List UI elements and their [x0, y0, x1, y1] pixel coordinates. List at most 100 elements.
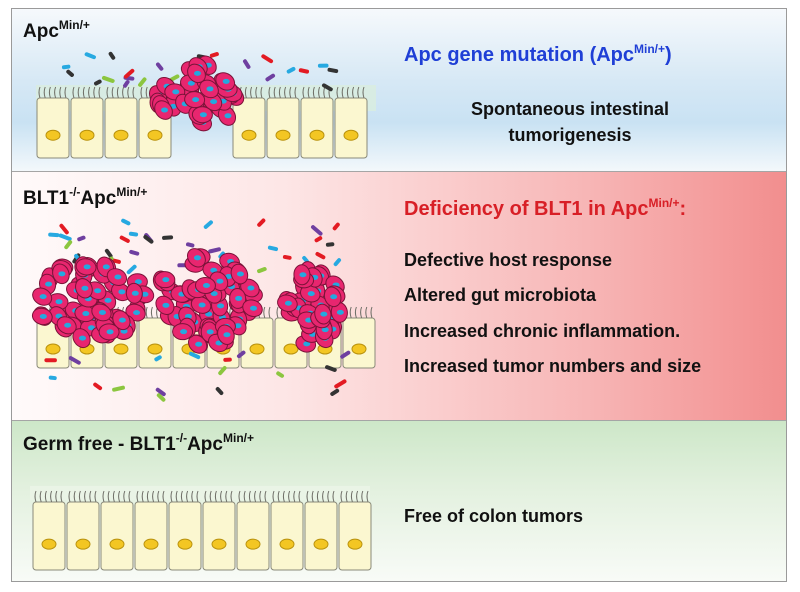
- bacterium: [138, 77, 147, 87]
- epithelial-cell: [104, 97, 138, 159]
- tumor-nucleus: [217, 303, 225, 309]
- tumor-nucleus: [114, 274, 122, 280]
- bacterium: [112, 385, 125, 392]
- tumor-nucleus: [202, 282, 210, 288]
- tumor-nucleus: [45, 281, 53, 287]
- bacterium: [185, 242, 195, 248]
- tumor-nucleus: [81, 285, 89, 291]
- bacterium: [317, 63, 329, 68]
- epithelium-germ-free: [30, 486, 372, 571]
- bacterium: [332, 222, 340, 231]
- panel-2-line: Increased tumor numbers and size: [404, 356, 702, 376]
- bacterium: [276, 371, 285, 378]
- tumor-nucleus: [198, 302, 206, 308]
- tumor-nucleus: [199, 112, 207, 118]
- cell-nucleus: [109, 538, 125, 550]
- bacterium: [298, 68, 310, 74]
- cell-nucleus: [351, 343, 367, 355]
- bacterium: [321, 83, 333, 92]
- tumor-nucleus: [250, 305, 258, 311]
- tumor-nucleus: [162, 302, 170, 308]
- panel-3-title: Germ free - BLT1-/-ApcMin/+: [23, 431, 254, 455]
- panel-2-title: BLT1-/-ApcMin/+: [23, 185, 148, 209]
- panel-1-heading: Apc gene mutation (ApcMin/+): [404, 42, 672, 66]
- microvilli: [344, 306, 373, 319]
- bacterium: [156, 393, 166, 402]
- bacterium: [242, 59, 251, 69]
- microvilli: [306, 490, 335, 503]
- cell-nucleus: [343, 129, 359, 141]
- bacterium: [314, 236, 323, 243]
- panel-1-title: ApcMin/+: [23, 18, 90, 42]
- cell-nucleus: [249, 343, 265, 355]
- cell-nucleus: [147, 343, 163, 355]
- bacterium: [325, 365, 337, 372]
- epithelial-cell: [342, 317, 376, 369]
- bacterium: [48, 232, 60, 238]
- epithelial-cell: [232, 97, 266, 159]
- microvilli: [302, 86, 331, 99]
- bacterium: [203, 220, 213, 229]
- bacterium: [48, 375, 57, 381]
- bacterium: [340, 350, 351, 359]
- tumor-nucleus: [55, 299, 63, 305]
- cell-nucleus: [113, 129, 129, 141]
- panel-divider: [12, 420, 786, 421]
- tumor-nucleus: [94, 288, 102, 294]
- tumor-nucleus: [206, 86, 214, 92]
- bacterium: [261, 54, 274, 64]
- bacterium: [44, 358, 57, 363]
- bacterium: [101, 75, 115, 83]
- tumor-nucleus: [161, 107, 169, 113]
- cell-nucleus: [313, 538, 329, 550]
- bacterium: [155, 62, 164, 71]
- microvilli: [268, 86, 297, 99]
- bacterium: [257, 218, 266, 227]
- bacterium: [236, 350, 246, 359]
- tumor-nucleus: [180, 329, 188, 335]
- cell-nucleus: [241, 129, 257, 141]
- bacterium: [126, 264, 137, 275]
- cell-nucleus: [347, 538, 363, 550]
- epithelial-cell: [168, 501, 202, 571]
- tumor-nucleus: [235, 295, 243, 301]
- bacterium: [282, 254, 292, 260]
- bacterium: [59, 223, 69, 235]
- microvilli: [38, 86, 67, 99]
- bacterium: [93, 382, 103, 391]
- tumor-apc-min: [149, 55, 245, 132]
- panel-2-heading: Deficiency of BLT1 in ApcMin/+:: [404, 196, 687, 220]
- tumor-nucleus: [187, 80, 195, 86]
- bacterium: [315, 251, 326, 260]
- microvilli: [72, 86, 101, 99]
- bacterium: [188, 351, 201, 360]
- tumor-nucleus: [247, 285, 255, 291]
- bacterium: [215, 387, 224, 395]
- bacterium: [208, 247, 221, 254]
- tumor-nucleus: [133, 310, 141, 316]
- cell-nucleus: [283, 343, 299, 355]
- tumor-nucleus: [210, 99, 218, 105]
- tumor-nucleus: [284, 300, 292, 306]
- epithelial-cell: [334, 97, 368, 159]
- tumor-nucleus: [193, 70, 201, 76]
- cell-nucleus: [245, 538, 261, 550]
- panel-divider: [12, 171, 786, 172]
- tumor-nucleus: [210, 291, 218, 297]
- tumor-nucleus: [299, 272, 307, 278]
- microvilli: [136, 490, 165, 503]
- cell-nucleus: [75, 538, 91, 550]
- tumor-nucleus: [336, 309, 344, 315]
- panel-2-line: Defective host response: [404, 250, 613, 270]
- panel-2-line: Altered gut microbiota: [404, 285, 597, 305]
- cell-nucleus: [309, 129, 325, 141]
- tumor-nucleus: [102, 264, 110, 270]
- bacterium: [123, 68, 135, 79]
- bacterium: [286, 66, 296, 74]
- bacterium: [104, 248, 113, 258]
- tumors-blt1-ko: [31, 248, 348, 354]
- tumor-nucleus: [104, 297, 112, 303]
- microvilli: [102, 490, 131, 503]
- tumor-nucleus: [216, 278, 224, 284]
- bacterium: [64, 240, 73, 250]
